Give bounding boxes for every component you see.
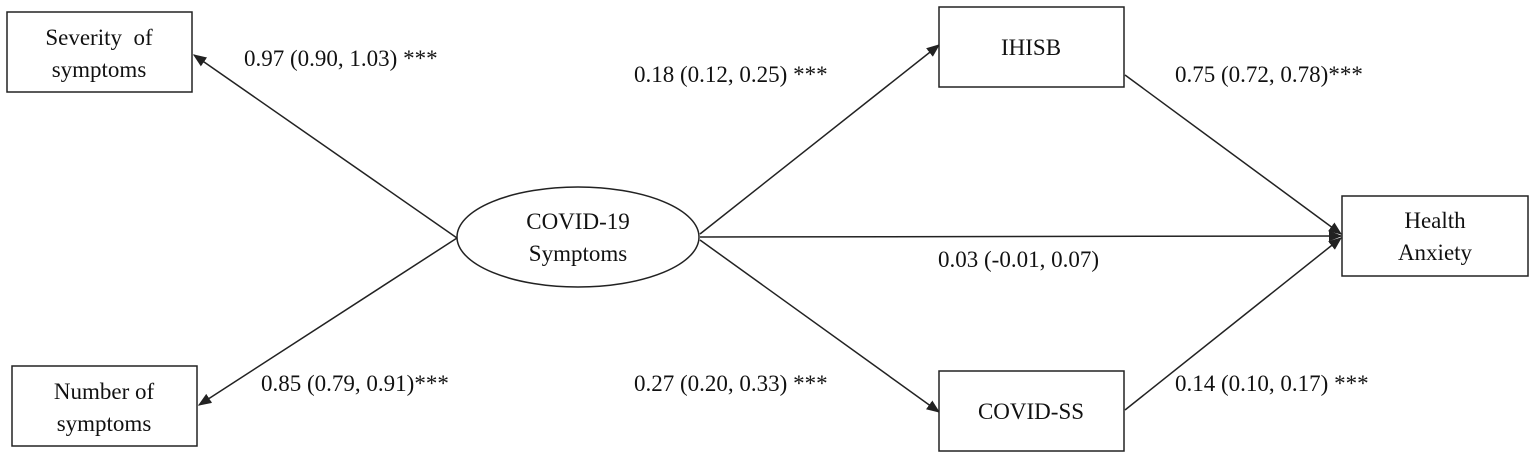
node-ihisb-label: IHISB <box>1001 35 1061 60</box>
node-number-line-1: Number of <box>54 379 155 404</box>
edge-label-to-covid-ss: 0.27 (0.20, 0.33) *** <box>634 371 828 396</box>
node-covid-ss-label: COVID-SS <box>978 399 1084 424</box>
edge-to-severity <box>192 54 458 239</box>
edge-label-covid-ss-to-anxiety: 0.14 (0.10, 0.17) *** <box>1175 371 1369 396</box>
node-severity-line-2: symptoms <box>52 57 147 82</box>
node-ihisb: IHISB <box>938 6 1125 88</box>
node-health-anxiety: Health Anxiety <box>1341 195 1529 277</box>
node-covid-symptoms-line-2: Symptoms <box>529 241 627 266</box>
edge-ihisb-to-anxiety <box>1124 74 1343 235</box>
node-number-line-2: symptoms <box>57 411 152 436</box>
node-covid-symptoms-line-1: COVID-19 <box>526 209 630 234</box>
edge-to-ihisb <box>699 44 941 235</box>
node-severity-of-symptoms: Severity of symptoms <box>6 11 193 93</box>
node-severity-line-1: Severity of <box>45 25 153 50</box>
node-number-of-symptoms: Number of symptoms <box>11 365 198 447</box>
edge-label-ihisb-to-anxiety: 0.75 (0.72, 0.78)*** <box>1175 62 1363 87</box>
node-covid-ss: COVID-SS <box>938 370 1125 452</box>
edge-label-to-ihisb: 0.18 (0.12, 0.25) *** <box>634 62 828 87</box>
edge-label-to-severity: 0.97 (0.90, 1.03) *** <box>244 46 438 71</box>
edge-to-covid-ss <box>699 239 941 413</box>
node-health-anxiety-line-2: Anxiety <box>1398 240 1473 265</box>
edge-label-direct-to-anxiety: 0.03 (-0.01, 0.07) <box>938 247 1099 272</box>
edge-direct-to-anxiety <box>699 230 1343 242</box>
edge-to-number <box>197 237 458 406</box>
node-health-anxiety-line-1: Health <box>1404 208 1466 233</box>
edge-label-to-number: 0.85 (0.79, 0.91)*** <box>261 371 449 396</box>
edge-covid-ss-to-anxiety <box>1124 237 1343 411</box>
node-covid-19-symptoms: COVID-19 Symptoms <box>456 186 700 288</box>
